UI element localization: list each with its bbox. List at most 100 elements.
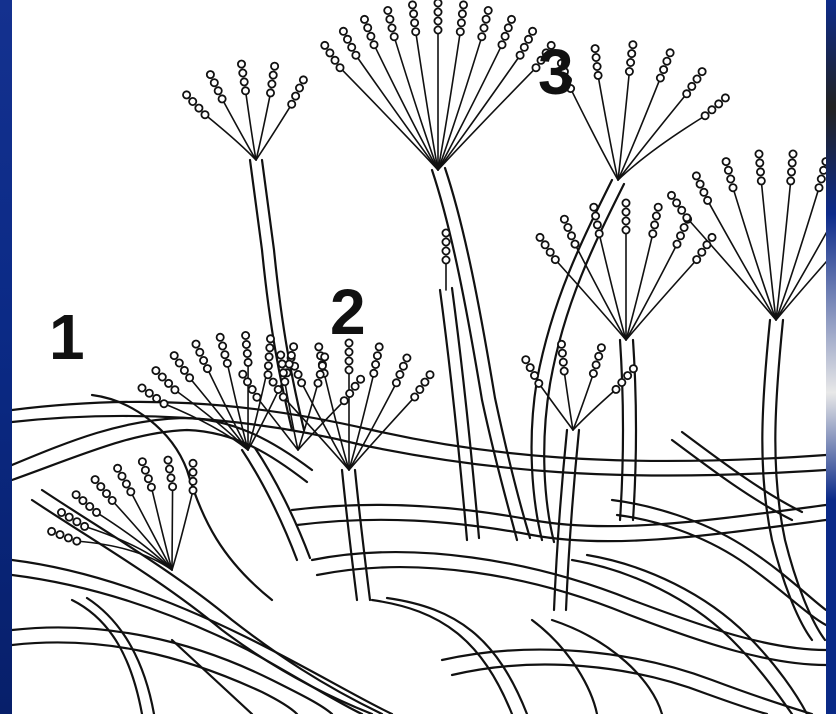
conidium-spore xyxy=(201,111,208,118)
substrate-hypha xyxy=(12,560,392,714)
conidium-spore xyxy=(708,234,715,241)
conidium-spore xyxy=(275,386,282,393)
conidium-spore xyxy=(268,80,275,87)
conidium-spore xyxy=(595,72,602,79)
conidium-spore xyxy=(755,150,762,157)
conidium-spore xyxy=(239,69,246,76)
conidium-spore xyxy=(700,189,707,196)
conidium-spore xyxy=(416,386,423,393)
conidium-spore xyxy=(167,474,174,481)
phialide-branch xyxy=(205,115,256,160)
conidium-spore xyxy=(189,460,196,467)
phialide-branch xyxy=(598,75,618,180)
conidium-spore xyxy=(270,379,277,386)
conidium-spore xyxy=(153,395,160,402)
conidium-spore xyxy=(442,229,449,236)
conidium-spore xyxy=(321,42,328,49)
conidium-spore xyxy=(207,71,214,78)
conidium-spore xyxy=(238,61,245,68)
substrate-hypha xyxy=(87,598,154,714)
conidium-spore xyxy=(391,33,398,40)
conidium-spore xyxy=(340,28,347,35)
conidium-spore xyxy=(221,351,228,358)
conidium-spore xyxy=(123,480,130,487)
conidium-spore xyxy=(364,24,371,31)
conidium-spore xyxy=(321,353,328,360)
conidium-spore xyxy=(626,68,633,75)
phialide-branch xyxy=(573,373,593,430)
conidium-spore xyxy=(93,509,100,516)
conidium-spore xyxy=(622,226,629,233)
conidium-spore xyxy=(66,514,73,521)
conidium-spore xyxy=(341,397,348,404)
conidium-spore xyxy=(725,167,732,174)
conidium-spore xyxy=(148,484,155,491)
conidium-spore xyxy=(386,16,393,23)
conidium-spore xyxy=(535,380,542,387)
conidium-spore xyxy=(224,360,231,367)
conidium-spore xyxy=(693,75,700,82)
conidium-spore xyxy=(598,344,605,351)
conidium-spore xyxy=(561,368,568,375)
phialide-branch xyxy=(438,55,520,170)
phialide-branch xyxy=(394,37,438,170)
conidium-spore xyxy=(789,159,796,166)
conidium-spore xyxy=(442,247,449,254)
conidium-spore xyxy=(295,371,302,378)
conidium-spore xyxy=(374,352,381,359)
conidium-spore xyxy=(667,49,674,56)
conidium-spore xyxy=(219,95,226,102)
conidium-spore xyxy=(442,238,449,245)
conidium-spore xyxy=(164,457,171,464)
conidium-spore xyxy=(109,497,116,504)
conidium-spore xyxy=(595,353,602,360)
conidium-spore xyxy=(48,528,55,535)
conidium-spore xyxy=(699,68,706,75)
phialide-branch xyxy=(626,244,677,340)
conidium-spore xyxy=(681,224,688,231)
conidium-spore xyxy=(517,52,524,59)
conidium-spore xyxy=(758,177,765,184)
conidium-spore xyxy=(300,76,307,83)
conidium-spore xyxy=(485,7,492,14)
conidium-spore xyxy=(442,256,449,263)
conidium-spore xyxy=(160,400,167,407)
conidium-spore xyxy=(529,28,536,35)
substrate-hypha xyxy=(572,560,792,714)
conidium-spore xyxy=(331,57,338,64)
conidium-spore xyxy=(239,371,246,378)
conidium-spore xyxy=(505,24,512,31)
conidium-spore xyxy=(459,10,466,17)
conidium-spore xyxy=(142,467,149,474)
conidium-spore xyxy=(277,351,284,358)
substrate-hypha xyxy=(72,600,142,714)
conidium-spore xyxy=(296,84,303,91)
conidium-spore xyxy=(434,8,441,15)
conidium-spore xyxy=(592,45,599,52)
conidium-spore xyxy=(612,386,619,393)
conidium-spore xyxy=(704,197,711,204)
conidium-spore xyxy=(244,350,251,357)
label-1: 1 xyxy=(49,305,85,369)
conidium-spore xyxy=(756,159,763,166)
conidium-spore xyxy=(245,359,252,366)
phialide-branch xyxy=(776,218,826,320)
conidium-spore xyxy=(166,465,173,472)
conidium-spore xyxy=(152,367,159,374)
conidium-spore xyxy=(787,177,794,184)
phialide-branch xyxy=(302,383,349,470)
conidium-spore xyxy=(521,44,528,51)
conidium-spore xyxy=(502,33,509,40)
label-3: 3 xyxy=(538,40,574,104)
conidium-spore xyxy=(352,52,359,59)
conidium-spore xyxy=(571,241,578,248)
conidium-spore xyxy=(73,491,80,498)
conidium-spore xyxy=(279,360,286,367)
conidium-spore xyxy=(376,343,383,350)
conidium-spore xyxy=(314,380,321,387)
conidium-spore xyxy=(822,158,826,165)
conidium-spore xyxy=(622,217,629,224)
conidium-spore xyxy=(410,10,417,17)
conidium-spore xyxy=(458,19,465,26)
conidium-spore xyxy=(211,79,218,86)
